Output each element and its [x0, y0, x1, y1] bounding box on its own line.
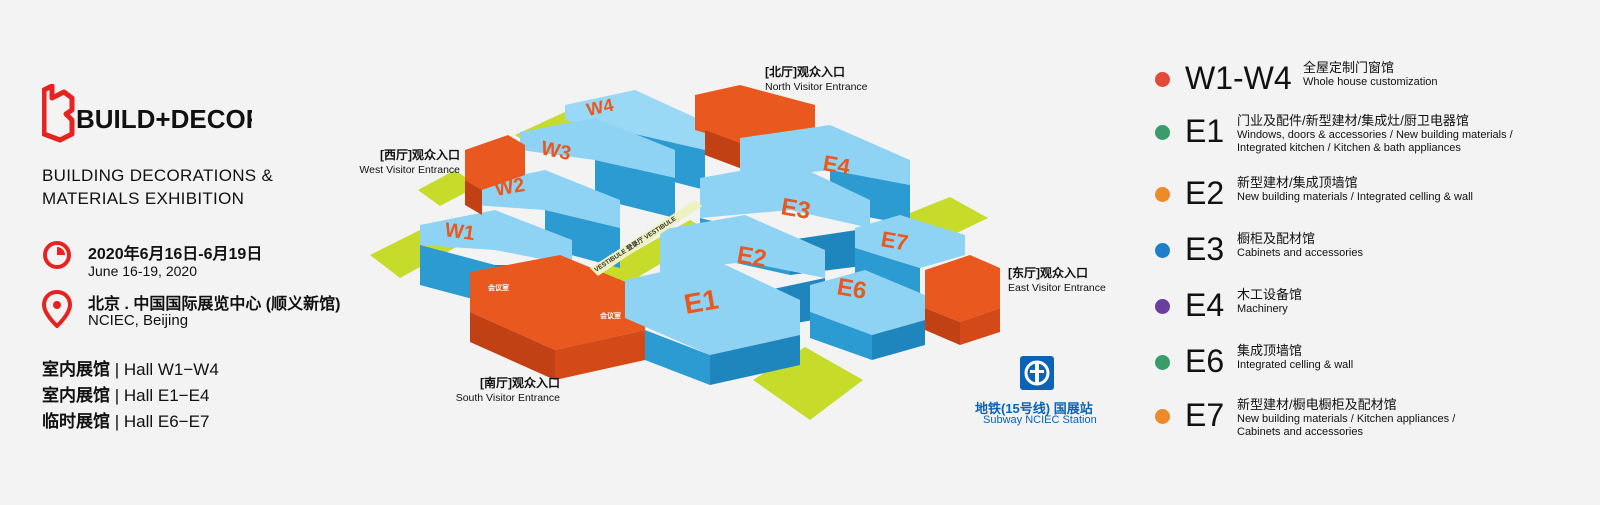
building-e1 [625, 260, 800, 385]
legend-item-e4: E4 木工设备馆 Machinery [1155, 287, 1595, 339]
venue-cn: 北京 . 中国国际展览中心 (顺义新馆) [88, 296, 341, 313]
subway-station-cn: 地铁(15号线) 国展站 [975, 401, 1093, 416]
legend-item-e3: E3 橱柜及配材馆 Cabinets and accessories [1155, 231, 1595, 283]
exhibition-subtitle: BUILDING DECORATIONS & MATERIALS EXHIBIT… [42, 166, 274, 208]
legend-dot [1155, 72, 1170, 87]
brand-logo: BUILD+DECOR [41, 83, 265, 144]
subway-logo-icon [1020, 356, 1054, 390]
building-e6 [810, 270, 925, 360]
label-w3: W3 [539, 137, 573, 165]
legend-item-e7: E7 新型建材/橱电橱柜及配材馆 New building materials … [1155, 397, 1595, 449]
legend-dot [1155, 187, 1170, 202]
building-w3 [520, 118, 675, 218]
legend-dot [1155, 125, 1170, 140]
hall-line-2: 室内展馆 | Hall E1−E4 [42, 386, 210, 405]
label-e1: E1 [682, 283, 721, 319]
south-meeting-rooms: 会议室 会议室 [470, 255, 645, 380]
legend-item-e1: E1 门业及配件/新型建材/集成灶/厨卫电器馆 Windows, doors &… [1155, 113, 1595, 165]
label-e3: E3 [779, 193, 813, 225]
east-entrance-block [925, 255, 1000, 345]
event-date-cn: 2020年6月16日-6月19日 [88, 246, 263, 263]
legend-dot [1155, 409, 1170, 424]
building-w2 [472, 170, 620, 268]
logo-text: BUILD+DECOR [76, 104, 252, 134]
location-pin-icon [41, 289, 73, 329]
label-e4: E4 [821, 150, 853, 179]
plaza-northwest [418, 170, 478, 206]
label-e2: E2 [735, 241, 769, 273]
venue-map: 会议室 会议室 [360, 50, 1120, 470]
legend-item-e6: E6 集成顶墙馆 Integrated celling & wall [1155, 343, 1595, 395]
hall-line-3: 临时展馆 | Hall E6−E7 [42, 412, 210, 431]
svg-text:会议室: 会议室 [600, 311, 621, 320]
plaza-east [905, 197, 988, 240]
clock-icon [42, 240, 72, 274]
legend-item-e2: E2 新型建材/集成顶墙馆 New building materials / I… [1155, 175, 1595, 227]
vestibule [590, 200, 702, 276]
legend-item-w1-w4: W1-W4 全屋定制门窗馆 Whole house customization [1155, 60, 1595, 112]
label-e7: E7 [879, 226, 910, 255]
svg-text:会议室: 会议室 [488, 283, 509, 292]
west-entrance-block [465, 135, 525, 215]
building-e7 [855, 215, 965, 295]
subway-station-en: Subway NCIEC Station [983, 414, 1097, 426]
label-w2: W2 [493, 174, 526, 201]
label-e6: E6 [835, 273, 869, 305]
venue-en: NCIEC, Beijing [88, 312, 189, 329]
legend-dot [1155, 355, 1170, 370]
hall-line-1: 室内展馆 | Hall W1−W4 [42, 360, 219, 379]
legend-dot [1155, 299, 1170, 314]
legend-dot [1155, 243, 1170, 258]
event-date-en: June 16-19, 2020 [88, 263, 197, 279]
label-w1: W1 [443, 219, 476, 245]
